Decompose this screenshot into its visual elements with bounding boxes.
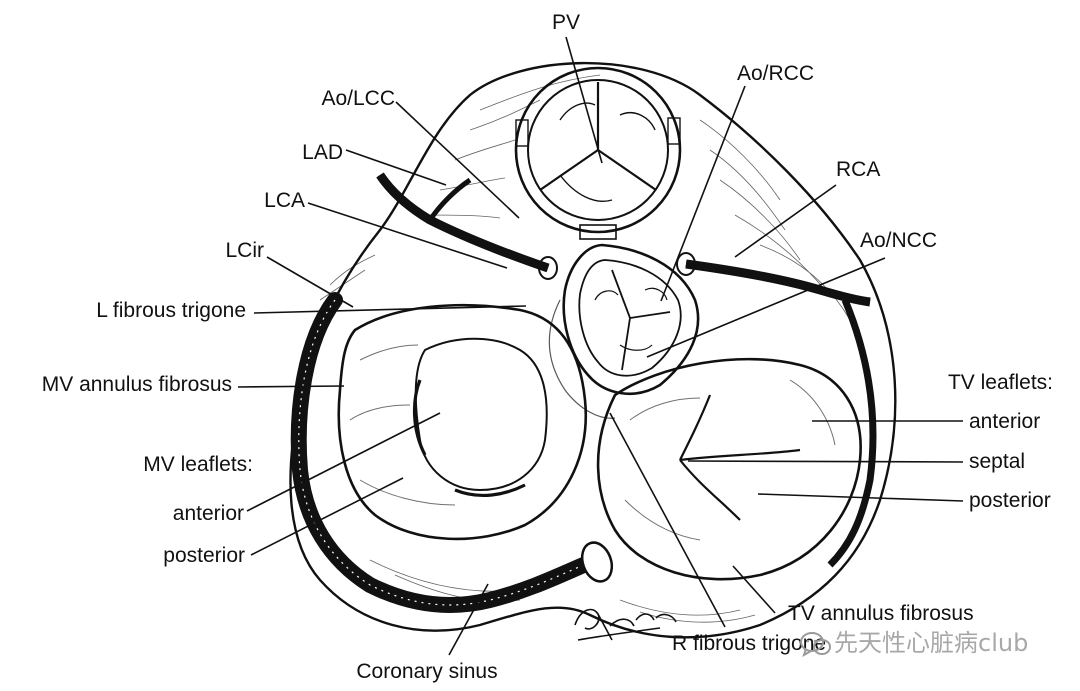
surface-texture: [319, 74, 851, 623]
label-ao-ncc: Ao/NCC: [860, 229, 937, 252]
leader-lines: [237, 36, 964, 656]
label-tv-septal: septal: [969, 450, 1025, 473]
label-tv-anterior: anterior: [969, 410, 1040, 433]
leader-mv-posterior: [250, 477, 404, 556]
label-mv-annulus-fibrosus: MV annulus fibrosus: [42, 373, 232, 396]
label-mv-anterior: anterior: [173, 502, 244, 525]
leader-lad: [345, 149, 447, 186]
label-lad: LAD: [302, 141, 343, 164]
label-tv-annulus-fibrosus: TV annulus fibrosus: [788, 602, 974, 625]
label-mv-leaflets: MV leaflets:: [143, 453, 253, 476]
labels: PV Ao/LCC Ao/RCC LAD RCA LCA Ao/NCC LCir…: [42, 11, 1053, 683]
mitral-valve-drawing: [337, 303, 588, 541]
label-tv-posterior: posterior: [969, 489, 1051, 512]
leader-ao-ncc: [646, 257, 886, 358]
label-mv-posterior: posterior: [163, 544, 245, 567]
label-coronary-sinus: Coronary sinus: [356, 660, 497, 683]
leader-ao-rcc: [660, 85, 746, 302]
leader-lcir: [266, 256, 354, 308]
label-ao-lcc: Ao/LCC: [321, 87, 395, 110]
leader-tv-septal: [687, 460, 964, 463]
leader-coronary-sinus: [448, 583, 489, 656]
watermark: 先天性心脏病club: [800, 629, 1028, 658]
coronary-sinus-ostium: [580, 541, 614, 583]
leader-mv-annulus: [237, 385, 345, 388]
leader-r-fibrous-trigone: [609, 412, 726, 628]
tricuspid-valve-drawing: [596, 357, 862, 581]
leader-ao-lcc: [395, 101, 520, 219]
pulmonary-valve-drawing: [514, 66, 682, 240]
artist-signature: [574, 608, 677, 641]
label-lcir: LCir: [225, 239, 264, 262]
label-r-fibrous-trigone: R fibrous trigone: [672, 632, 826, 655]
central-fibrous-body: [548, 299, 616, 419]
label-pv: PV: [552, 11, 580, 34]
leader-tv-posterior: [757, 493, 964, 502]
leader-l-fibrous-trigone: [253, 305, 527, 314]
label-lca: LCA: [264, 189, 305, 212]
label-rca: RCA: [836, 158, 880, 181]
coronary-arteries: [376, 172, 871, 307]
great-vein-right: [827, 298, 877, 568]
leader-pv: [565, 36, 603, 164]
leader-rca: [734, 184, 837, 258]
leader-lca: [307, 202, 508, 269]
aortic-valve-drawing: [562, 243, 700, 396]
wechat-bubble-icon: [800, 632, 831, 658]
label-tv-leaflets: TV leaflets:: [948, 371, 1053, 394]
leader-mv-anterior: [246, 412, 441, 512]
label-ao-rcc: Ao/RCC: [737, 62, 814, 85]
watermark-text: 先天性心脏病club: [834, 629, 1028, 657]
leader-tv-annulus: [732, 565, 776, 614]
label-l-fibrous-trigone: L fibrous trigone: [96, 299, 246, 322]
heart-illustration: [289, 61, 897, 639]
